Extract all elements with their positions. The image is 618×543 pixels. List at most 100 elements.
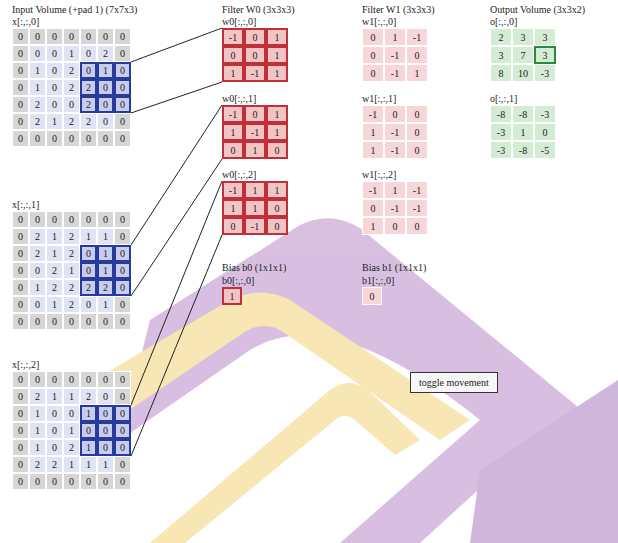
table-cell: 1 bbox=[97, 262, 114, 279]
table-cell: 0 bbox=[80, 211, 97, 228]
table-cell: 0 bbox=[97, 473, 114, 490]
table-cell: 2 bbox=[80, 113, 97, 130]
table-cell: 1 bbox=[266, 181, 288, 199]
heading-label: x[:,:,0] bbox=[12, 16, 39, 28]
table-cell: -1 bbox=[222, 28, 244, 46]
decor-bands bbox=[60, 218, 618, 543]
table-cell: 0 bbox=[114, 245, 131, 262]
table-cell: 3 bbox=[534, 46, 556, 64]
table-cell: 0 bbox=[266, 141, 288, 159]
table-cell: 0 bbox=[114, 79, 131, 96]
heading-label: Bias b1 (1x1x1) bbox=[362, 262, 426, 274]
table-cell: 1 bbox=[29, 79, 46, 96]
table-cell: 0 bbox=[114, 422, 131, 439]
table-cell: 0 bbox=[63, 28, 80, 45]
table-cell: 0 bbox=[46, 79, 63, 96]
table-cell: 1 bbox=[244, 181, 266, 199]
heading-label: o[:,:,0] bbox=[490, 16, 517, 28]
table-cell: -1 bbox=[244, 123, 266, 141]
table-cell: 0 bbox=[80, 245, 97, 262]
table-cell: 0 bbox=[362, 287, 382, 305]
table-cell: 0 bbox=[46, 422, 63, 439]
table-cell: 2 bbox=[29, 113, 46, 130]
table-cell: 0 bbox=[114, 130, 131, 147]
table-cell: 0 bbox=[63, 473, 80, 490]
table-cell: 10 bbox=[512, 64, 534, 82]
table-cell: 2 bbox=[97, 279, 114, 296]
table-cell: 0 bbox=[63, 211, 80, 228]
table-cell: 0 bbox=[63, 313, 80, 330]
table-cell: -5 bbox=[534, 141, 556, 159]
heading-label: w1[:,:,0] bbox=[362, 16, 396, 28]
table-cell: 0 bbox=[63, 405, 80, 422]
table-cell: -1 bbox=[406, 199, 428, 217]
table-cell: 0 bbox=[97, 28, 114, 45]
table-cell: 0 bbox=[266, 199, 288, 217]
table-cell: 0 bbox=[222, 217, 244, 235]
table-cell: 1 bbox=[46, 113, 63, 130]
table-cell: 0 bbox=[534, 123, 556, 141]
table-cell: 1 bbox=[222, 64, 244, 82]
table-cell: 0 bbox=[266, 217, 288, 235]
table-cell: -8 bbox=[490, 105, 512, 123]
table-cell: 1 bbox=[244, 141, 266, 159]
table-cell: 1 bbox=[244, 199, 266, 217]
table-cell: 1 bbox=[63, 388, 80, 405]
table-cell: 1 bbox=[222, 199, 244, 217]
table-cell: 0 bbox=[97, 113, 114, 130]
table-cell: 0 bbox=[114, 228, 131, 245]
heading-label: b1[:,:,0] bbox=[362, 275, 394, 287]
table-cell: 0 bbox=[80, 262, 97, 279]
table-cell: 0 bbox=[97, 313, 114, 330]
table-cell: 0 bbox=[114, 313, 131, 330]
table-cell: 0 bbox=[12, 279, 29, 296]
table-cell: 2 bbox=[63, 279, 80, 296]
table-cell: 1 bbox=[63, 422, 80, 439]
table-cell: -1 bbox=[384, 141, 406, 159]
table-cell: 0 bbox=[29, 211, 46, 228]
heading-label: Filter W1 (3x3x3) bbox=[362, 4, 435, 16]
table-cell: 0 bbox=[46, 211, 63, 228]
table-cell: -1 bbox=[222, 105, 244, 123]
table-cell: 0 bbox=[114, 211, 131, 228]
table-cell: 1 bbox=[97, 296, 114, 313]
table-cell: 1 bbox=[384, 181, 406, 199]
heading-label: Filter W0 (3x3x3) bbox=[222, 4, 295, 16]
table-cell: 0 bbox=[46, 45, 63, 62]
table-cell: 0 bbox=[46, 405, 63, 422]
table-cell: 0 bbox=[12, 473, 29, 490]
table-cell: 0 bbox=[114, 473, 131, 490]
table-cell: -1 bbox=[384, 199, 406, 217]
heading-label: w1[:,:,2] bbox=[362, 169, 396, 181]
table-cell: 1 bbox=[266, 46, 288, 64]
table-cell: 0 bbox=[244, 105, 266, 123]
table-cell: 0 bbox=[29, 262, 46, 279]
table-cell: 0 bbox=[29, 28, 46, 45]
table-cell: 7 bbox=[512, 46, 534, 64]
table-cell: 0 bbox=[222, 141, 244, 159]
table-cell: 0 bbox=[114, 62, 131, 79]
heading-label: w0[:,:,2] bbox=[222, 169, 256, 181]
table-cell: 0 bbox=[97, 422, 114, 439]
table-cell: 2 bbox=[29, 388, 46, 405]
table-cell: 1 bbox=[362, 217, 384, 235]
table-cell: 0 bbox=[12, 262, 29, 279]
table-cell: 0 bbox=[80, 45, 97, 62]
table-cell: -1 bbox=[384, 46, 406, 64]
table-cell: -3 bbox=[490, 123, 512, 141]
table-cell: 0 bbox=[362, 199, 384, 217]
table-cell: 1 bbox=[46, 228, 63, 245]
table-cell: 0 bbox=[12, 245, 29, 262]
table-cell: 1 bbox=[266, 105, 288, 123]
table-cell: 0 bbox=[12, 228, 29, 245]
table-cell: 1 bbox=[29, 62, 46, 79]
table-cell: 0 bbox=[12, 45, 29, 62]
button-label: toggle movement bbox=[419, 377, 489, 388]
table-cell: 2 bbox=[63, 113, 80, 130]
table-cell: 3 bbox=[512, 28, 534, 46]
table-cell: 1 bbox=[29, 439, 46, 456]
table-cell: 0 bbox=[114, 96, 131, 113]
table-cell: 0 bbox=[12, 313, 29, 330]
table-cell: 0 bbox=[384, 217, 406, 235]
table-cell: 1 bbox=[63, 262, 80, 279]
